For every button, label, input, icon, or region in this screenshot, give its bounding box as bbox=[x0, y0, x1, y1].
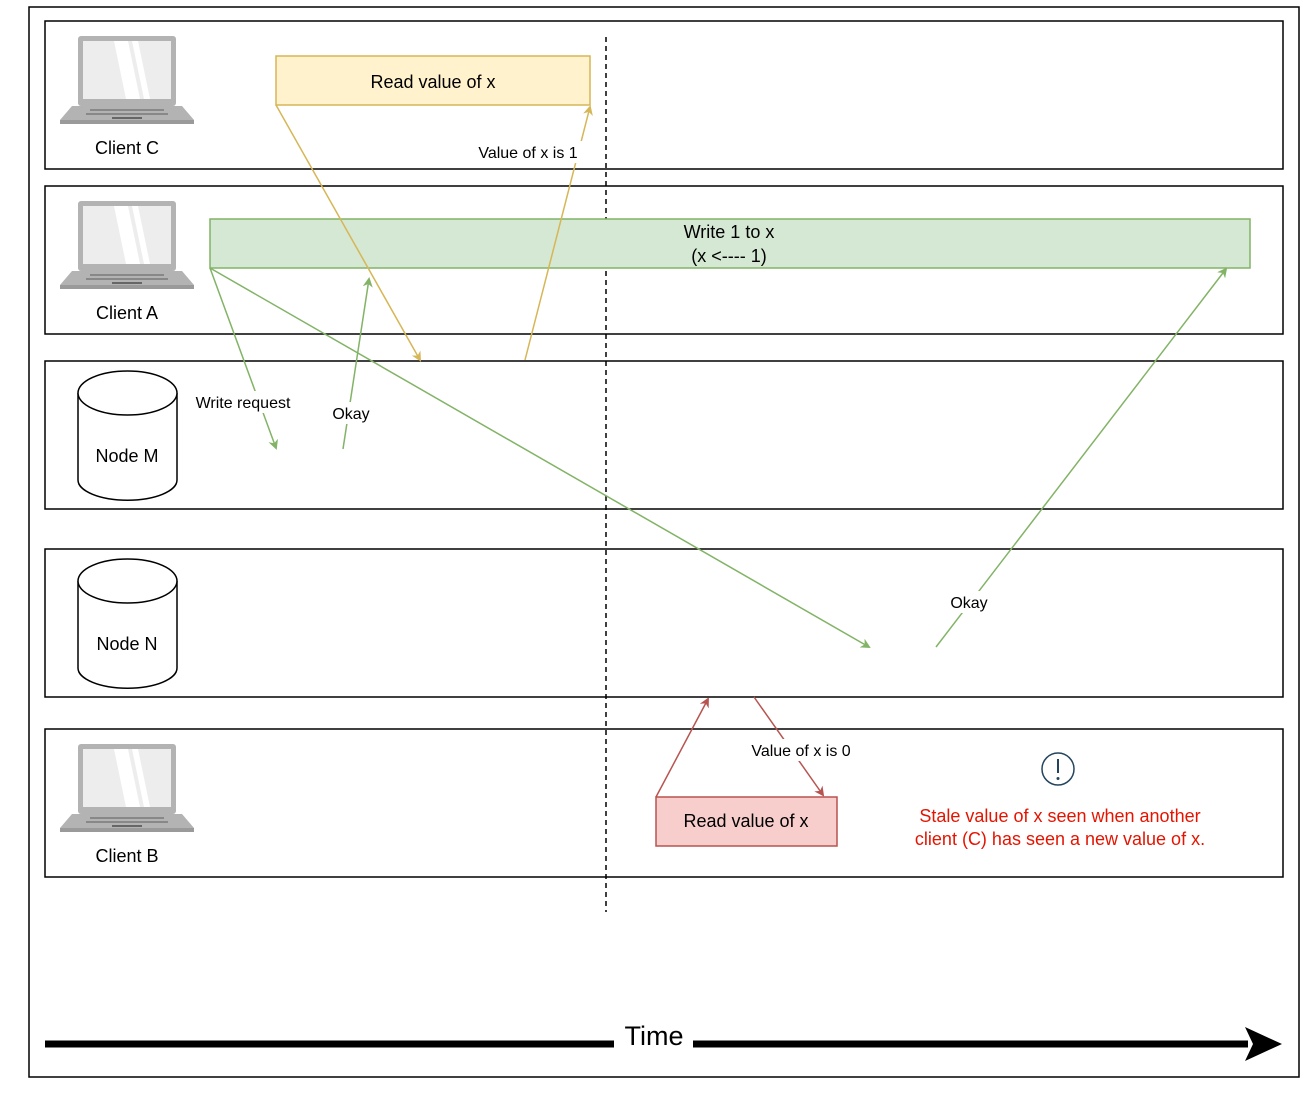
lane-label-client-a: Client A bbox=[96, 303, 158, 323]
laptop-icon-client-b bbox=[60, 744, 194, 832]
message-value-is-0: Value of x is 0 bbox=[751, 743, 850, 760]
laptop-icon-client-c bbox=[60, 36, 194, 124]
message-okay-n: Okay bbox=[950, 595, 987, 612]
write-box-label-line2: (x <---- 1) bbox=[691, 246, 767, 266]
read-box-client-b-label: Read value of x bbox=[683, 811, 808, 831]
read-box-client-b bbox=[655, 796, 838, 847]
read-box-client-c-label: Read value of x bbox=[370, 72, 495, 92]
write-box-label-line1: Write 1 to x bbox=[684, 222, 775, 242]
laptop-icon-client-a bbox=[60, 201, 194, 289]
message-okay-m: Okay bbox=[332, 406, 369, 423]
arrow-okay-n-to-a bbox=[935, 267, 1228, 648]
time-axis-label: Time bbox=[625, 1021, 684, 1051]
time-axis-arrowhead-icon bbox=[1245, 1027, 1282, 1061]
warning-text-line1: Stale value of x seen when another bbox=[919, 806, 1200, 826]
arrow-write-request-a-to-m bbox=[209, 267, 278, 450]
message-write-request: Write request bbox=[196, 395, 291, 412]
outer-frame bbox=[28, 6, 1300, 1078]
exclamation-circle-icon bbox=[1041, 752, 1075, 786]
lane-node-m bbox=[44, 360, 1284, 510]
lane-client-c bbox=[44, 20, 1284, 170]
lane-label-client-c: Client C bbox=[95, 138, 159, 158]
lane-node-n bbox=[44, 548, 1284, 698]
lane-label-node-n: Node N bbox=[96, 634, 157, 654]
warning-text-line2: client (C) has seen a new value of x. bbox=[915, 829, 1205, 849]
arrow-read-request-b-to-n bbox=[655, 697, 709, 798]
read-box-client-c bbox=[275, 55, 591, 106]
database-icon-node-m bbox=[77, 370, 178, 501]
database-icon-node-n bbox=[77, 558, 178, 689]
lane-label-node-m: Node M bbox=[95, 446, 158, 466]
arrow-read-request-c-to-m bbox=[275, 104, 421, 362]
arrow-write-request-a-to-n bbox=[209, 267, 871, 648]
lane-label-client-b: Client B bbox=[95, 846, 158, 866]
write-box-client-a bbox=[209, 218, 1251, 269]
message-value-is-1: Value of x is 1 bbox=[478, 145, 577, 162]
